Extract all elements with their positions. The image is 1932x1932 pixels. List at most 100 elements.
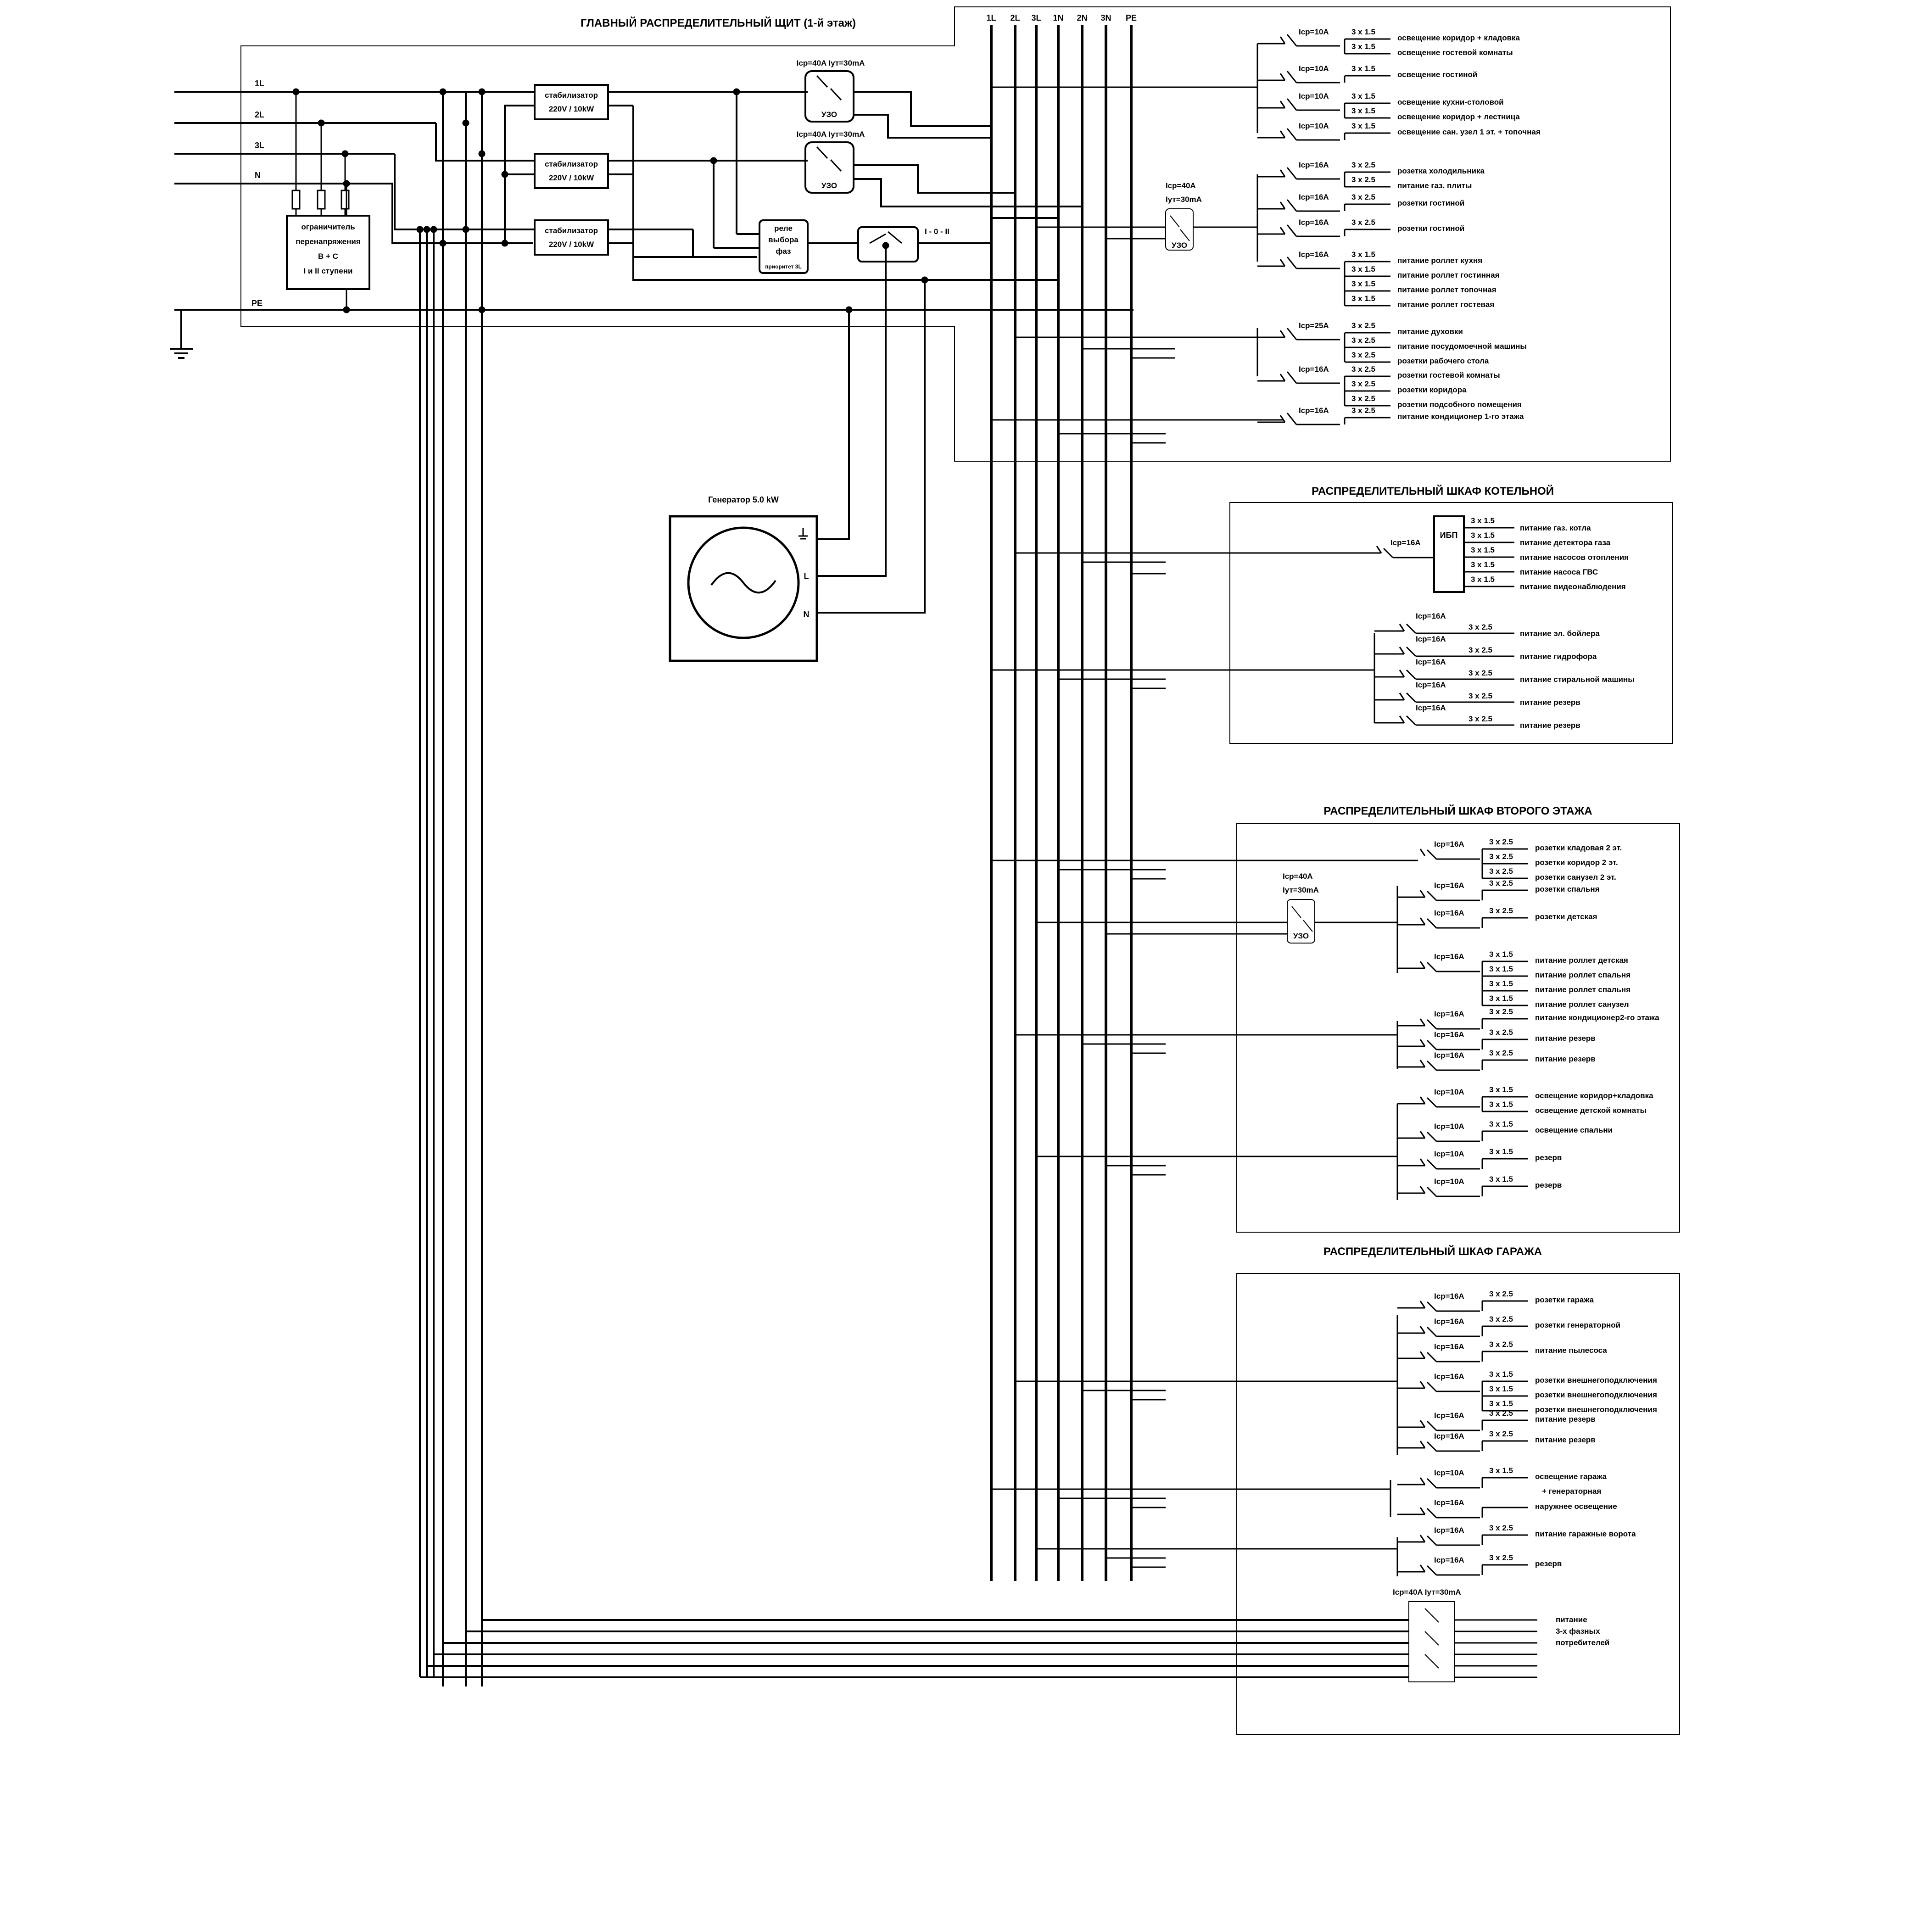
consumer-label: розетки подсобного помещения xyxy=(1397,400,1522,409)
stabilizer xyxy=(534,84,609,120)
consumer-label: питание насосов отопления xyxy=(1520,553,1629,562)
relay-label: реле xyxy=(774,224,793,233)
breaker-symbol xyxy=(1279,169,1286,177)
consumer-label: питание посудомоечной машины xyxy=(1397,342,1527,351)
cable-size: 3 x 2.5 xyxy=(1351,321,1375,330)
breaker-symbol xyxy=(1419,1564,1426,1572)
breaker-symbol xyxy=(1399,647,1405,654)
cable-size: 3 x 2.5 xyxy=(1351,406,1375,415)
three-phase-rating: Icp=40A Iут=30mA xyxy=(1393,1588,1461,1597)
breaker-contact xyxy=(1383,547,1394,558)
cable-size: 3 x 2.5 xyxy=(1351,351,1375,359)
breaker-rating: Icp=16A xyxy=(1434,1292,1464,1301)
consumer-label: питание резерв xyxy=(1535,1034,1596,1043)
consumer-label: питание роллет спальня xyxy=(1535,985,1630,994)
breaker-contact xyxy=(1426,890,1437,901)
breaker-symbol xyxy=(1399,692,1405,700)
junction-dot xyxy=(343,180,350,187)
surge-protector-label: ограничитель xyxy=(301,223,355,231)
breaker-rating: Icp=16A xyxy=(1299,250,1329,259)
breaker-rating: Icp=16A xyxy=(1434,1432,1464,1441)
stabilizer xyxy=(534,153,609,189)
ups-label: ИБП xyxy=(1440,530,1458,540)
breaker-symbol xyxy=(1279,259,1286,267)
consumer-label: освещение сан. узел 1 эт. + топочная xyxy=(1397,128,1541,136)
floor2-title: РАСПРЕДЕЛИТЕЛЬНЫЙ ШКАФ ВТОРОГО ЭТАЖА xyxy=(1323,804,1592,817)
gen-pe xyxy=(817,310,850,540)
breaker-contact xyxy=(1426,1381,1437,1392)
breaker-symbol xyxy=(1419,1420,1426,1428)
breaker-contact xyxy=(1426,1301,1437,1312)
cable-size: 3 x 1.5 xyxy=(1351,28,1375,36)
bus-label: 3L xyxy=(1031,13,1041,22)
rcd-contact xyxy=(830,88,842,101)
consumer-label: освещение детской комнаты xyxy=(1535,1106,1647,1115)
garage-cabinet-frame xyxy=(1236,1273,1680,1735)
consumer-label: освещение коридор + лестница xyxy=(1397,112,1520,121)
breaker-rating: Icp=16A xyxy=(1434,1030,1464,1039)
cable-size: 3 x 1.5 xyxy=(1489,1385,1513,1393)
breaker-contact xyxy=(1406,692,1417,703)
generator xyxy=(669,515,818,662)
junction-dot xyxy=(501,240,508,247)
stabilizer-label: стабилизатор xyxy=(545,160,598,168)
breaker-contact xyxy=(1286,257,1297,269)
input-label: 3L xyxy=(255,141,264,150)
breaker-symbol xyxy=(1419,1535,1426,1542)
breaker-contact xyxy=(1426,1478,1437,1489)
breaker-contact xyxy=(1286,224,1297,237)
surge-protector-label: I и II ступени xyxy=(304,267,353,275)
rcd-main-label: УЗО xyxy=(1172,241,1187,250)
breaker-rating: Icp=16A xyxy=(1416,704,1446,712)
cable-size: 3 x 2.5 xyxy=(1489,852,1513,861)
cable-size: 3 x 2.5 xyxy=(1489,867,1513,876)
stab1-in-n xyxy=(504,105,535,108)
breaker-rating: Icp=16A xyxy=(1434,952,1464,961)
consumer-label: питание роллет спальня xyxy=(1535,971,1630,979)
consumer-label: питание резерв xyxy=(1535,1415,1596,1424)
consumer-label: питание роллет детская xyxy=(1535,956,1628,965)
consumer-label: освещение кухни-столовой xyxy=(1397,98,1504,106)
generator-n-label: N xyxy=(804,610,810,619)
consumer-label: розетка холодильника xyxy=(1397,167,1485,175)
breaker-symbol xyxy=(1419,1018,1426,1026)
breaker-contact xyxy=(1406,646,1417,657)
cable-size: 3 x 1.5 xyxy=(1471,531,1495,540)
consumer-label: розетки коридор 2 эт. xyxy=(1535,858,1618,867)
breaker-contact xyxy=(1426,961,1437,972)
stab2-in-l xyxy=(435,123,535,162)
breaker-contact xyxy=(1424,1631,1439,1646)
consumer-label: питание резерв xyxy=(1520,698,1580,707)
cable-size: 3 x 1.5 xyxy=(1489,1175,1513,1184)
rcd-contact xyxy=(816,75,828,88)
rcd-rating: Icp=40A Iут=30mA xyxy=(797,59,865,67)
wires-layer xyxy=(170,6,1680,1735)
three-phase-breaker xyxy=(1408,1601,1455,1682)
breaker-rating: Icp=10A xyxy=(1434,1122,1464,1131)
floor2-rcd xyxy=(1287,899,1315,944)
cable-size: 3 x 2.5 xyxy=(1351,394,1375,403)
relay-note: приоритет 3L xyxy=(765,263,802,270)
stabilizer-label: стабилизатор xyxy=(545,226,598,235)
breaker-contact xyxy=(1426,1420,1437,1431)
breaker-contact xyxy=(1424,1608,1439,1623)
rcd-rating: Icp=40A xyxy=(1283,872,1313,881)
breaker-rating: Icp=10A xyxy=(1299,64,1329,73)
cable-size: 3 x 1.5 xyxy=(1351,64,1375,73)
cable-size: 3 x 2.5 xyxy=(1489,1524,1513,1532)
breaker-symbol xyxy=(1419,961,1426,969)
breaker-symbol xyxy=(1419,1477,1426,1485)
breaker-symbol xyxy=(1419,1060,1426,1067)
cable-size: 3 x 2.5 xyxy=(1351,175,1375,184)
cable-size: 3 x 2.5 xyxy=(1489,1553,1513,1562)
input-label: N xyxy=(255,171,261,180)
breaker-contact xyxy=(1426,1060,1437,1071)
rcd-contact xyxy=(830,159,842,172)
rcd-main-rating: Icp=40A xyxy=(1166,181,1196,190)
cable-size: 3 x 1.5 xyxy=(1489,979,1513,988)
breaker-symbol xyxy=(1419,1096,1426,1104)
cable-size: 3 x 2.5 xyxy=(1351,336,1375,345)
rcd-contact xyxy=(1303,920,1313,932)
floor2-cabinet-frame xyxy=(1236,823,1680,1233)
